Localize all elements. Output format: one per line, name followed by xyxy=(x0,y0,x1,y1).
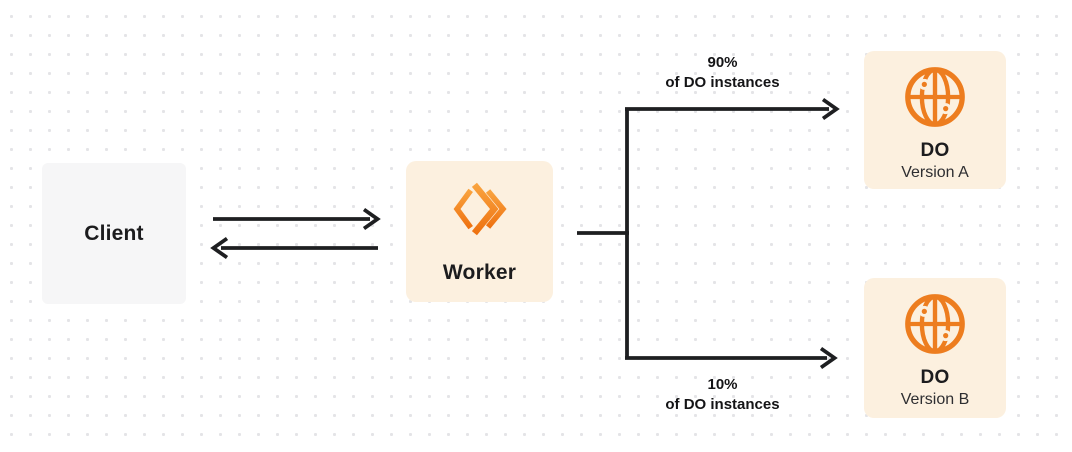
globe-icon xyxy=(905,67,965,127)
do-version-a-node: DO Version A xyxy=(864,51,1006,189)
client-label: Client xyxy=(84,221,144,245)
branch-top-caption: of DO instances xyxy=(665,74,780,91)
branch-bottom-label: 10% of DO instances xyxy=(615,375,830,415)
do-b-title: DO xyxy=(920,367,950,388)
globe-icon xyxy=(905,294,965,354)
arrowhead-bottom-icon xyxy=(819,346,838,370)
branch-bottom-percent: 10% xyxy=(707,376,738,393)
do-version-b-node: DO Version B xyxy=(864,278,1006,418)
do-b-subtitle: Version B xyxy=(900,391,970,408)
do-a-subtitle: Version A xyxy=(901,164,969,181)
arrowhead-top-icon xyxy=(821,97,840,121)
worker-node: Worker xyxy=(406,161,553,302)
workers-chevrons-icon xyxy=(453,182,507,236)
arrowhead-right-icon xyxy=(362,207,381,231)
worker-label: Worker xyxy=(442,261,517,284)
client-node: Client xyxy=(42,163,186,304)
branch-bottom-caption: of DO instances xyxy=(665,396,780,413)
globe-dot xyxy=(918,305,930,317)
do-a-title: DO xyxy=(920,140,950,161)
globe-dot xyxy=(918,78,930,90)
branch-top-label: 90% of DO instances xyxy=(615,53,830,93)
branch-top-percent: 90% xyxy=(707,54,738,71)
globe-dot xyxy=(940,330,952,342)
globe-dot xyxy=(940,103,952,115)
arrowhead-left-icon xyxy=(210,236,229,260)
